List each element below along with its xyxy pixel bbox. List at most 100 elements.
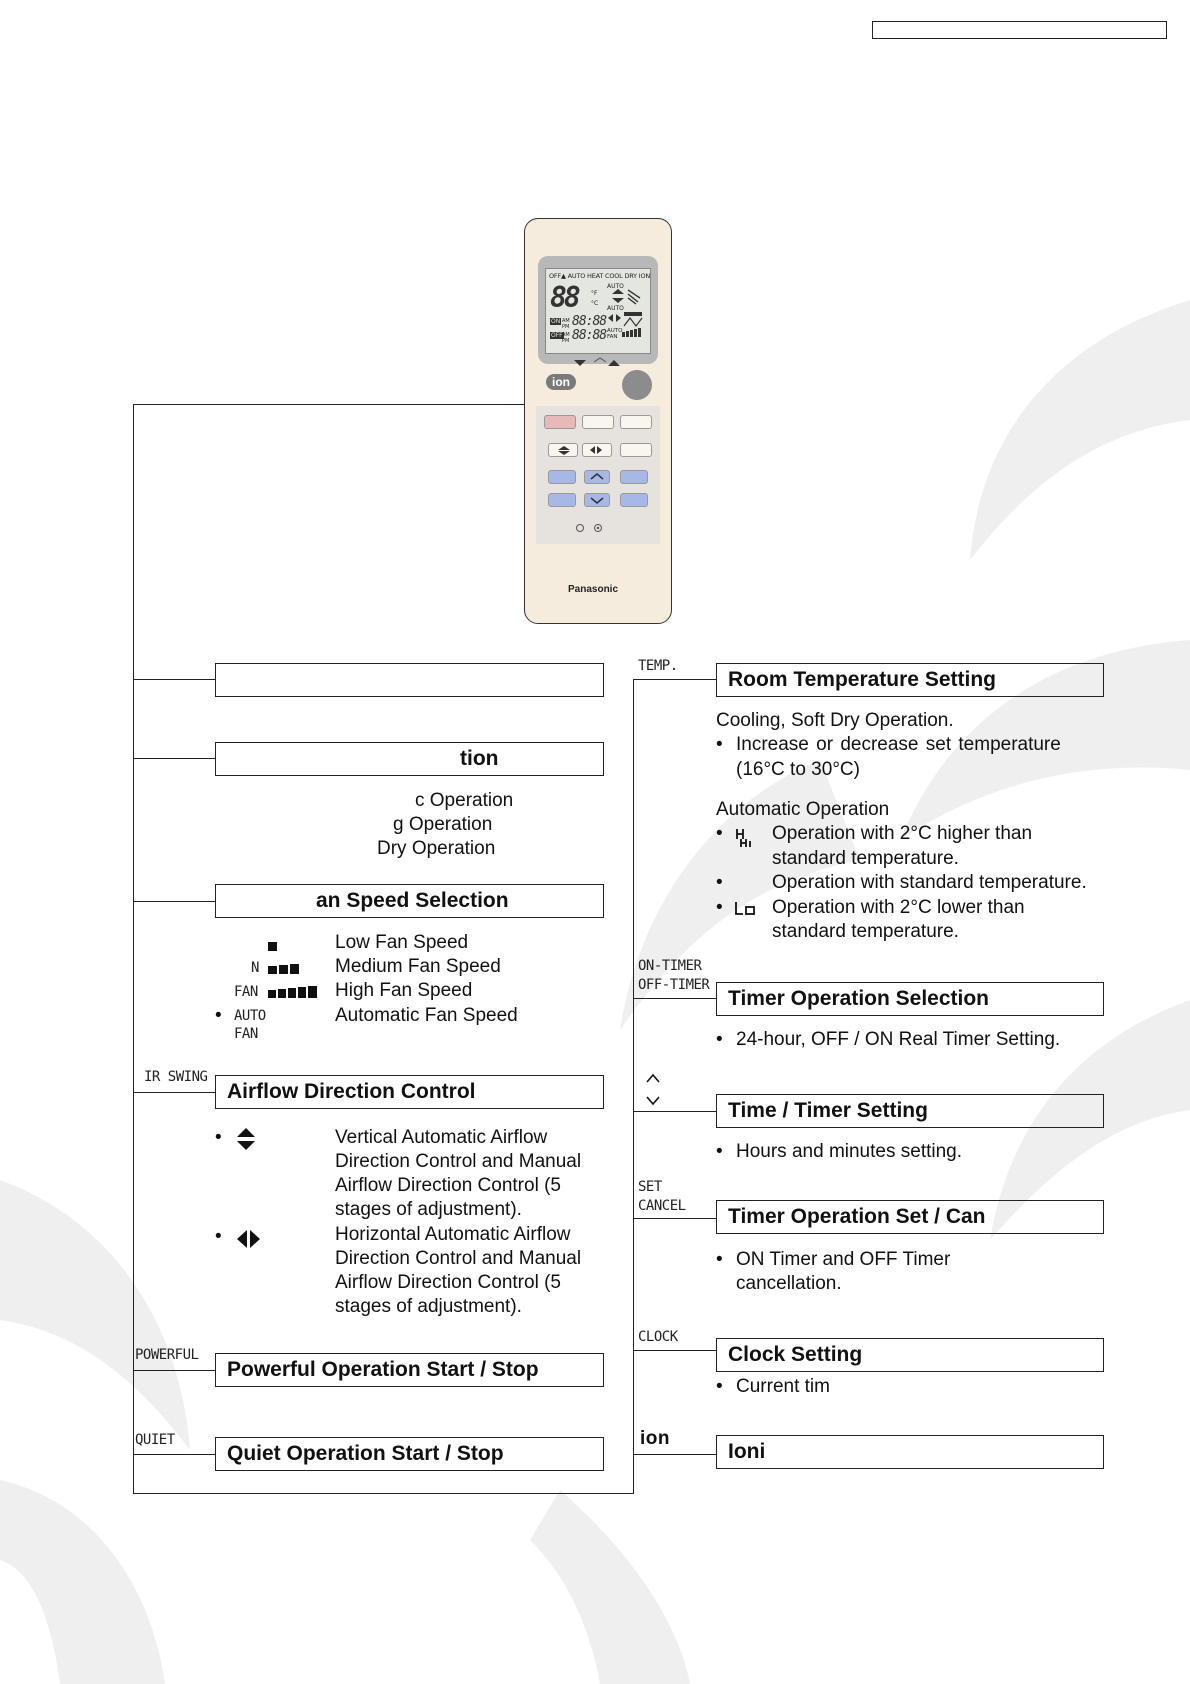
connector-r6 [633, 1454, 716, 1456]
fan-medium-label: Medium Fan Speed [335, 956, 501, 977]
ion-tag: ion [640, 1428, 670, 1449]
connector-top [133, 404, 525, 406]
temp-tag: TEMP. [638, 658, 678, 674]
lcd-clock-on: 88:88 [572, 314, 607, 329]
timer-operation-box: Timer Operation Selection [716, 982, 1104, 1016]
lcd-swing-icons [608, 289, 643, 337]
off-timer-button[interactable] [548, 493, 576, 507]
connector-bottom [133, 1493, 633, 1495]
lcd-clock-off: 88:88 [572, 328, 607, 343]
lcd-display [545, 268, 651, 354]
auto-bullet-3: • [716, 897, 723, 918]
connector-l2 [133, 758, 215, 760]
ionizer-box: Ioni [716, 1435, 1104, 1469]
set-cancel-line-1: ON Timer and OFF Timer [736, 1249, 951, 1270]
set-cancel-line-2: cancellation. [736, 1273, 842, 1294]
reset-check-buttons[interactable] [572, 522, 606, 534]
auto-bullet-2: • [716, 872, 723, 893]
low-fan-icon [268, 942, 277, 951]
airflow-h-line-3: Airflow Direction Control (5 [335, 1272, 561, 1293]
airflow-h-line-2: Direction Control and Manual [335, 1248, 582, 1269]
mode-button-red[interactable] [544, 415, 576, 429]
lcd-mode-labels: OFF▲ AUTO HEAT COOL DRY ION [549, 272, 651, 280]
connector-r5 [633, 1350, 716, 1352]
ion-button[interactable]: ion [546, 374, 576, 390]
operation-box-1 [215, 663, 604, 697]
connector-r1 [633, 679, 716, 681]
set-button[interactable] [620, 470, 648, 484]
connector-l6 [133, 1454, 215, 1456]
time-bullet-text: Hours and minutes setting. [736, 1141, 963, 1162]
connector-l5 [133, 1370, 215, 1372]
auto-op-title: Automatic Operation [716, 799, 890, 820]
fan-high-prefix: FAN [234, 984, 258, 1000]
lcd-unit-c: °C [591, 300, 599, 307]
cancel-button[interactable] [620, 493, 648, 507]
temp-intro: Cooling, Soft Dry Operation. [716, 710, 954, 731]
timer-bullet: • [716, 1029, 723, 1050]
airflow-bullet-2: • [215, 1226, 222, 1247]
quiet-button[interactable] [620, 443, 652, 457]
mode-item-1: c Operation [415, 790, 514, 811]
lcd-ampm-2: AM PM [562, 332, 570, 344]
connector-l4 [133, 1092, 215, 1094]
header-box [872, 21, 1167, 39]
set-cancel-bullet: • [716, 1249, 723, 1270]
lcd-ampm-1: AM PM [562, 318, 570, 330]
quiet-box: Quiet Operation Start / Stop [215, 1437, 604, 1471]
fan-high-label: High Fan Speed [335, 980, 473, 1001]
fan-medium-prefix: N [251, 960, 259, 976]
connector-left-vertical [133, 404, 135, 1494]
lo-icon [735, 902, 755, 915]
quiet-tag: QUIET [135, 1432, 175, 1448]
lcd-off: OFF [550, 332, 564, 339]
lcd-auto-flap: AUTO [607, 305, 624, 312]
auto-bullet-1: • [716, 823, 723, 844]
lcd-auto-fan: AUTO FAN [607, 328, 623, 340]
medium-fan-icon [268, 964, 299, 974]
powerful-button[interactable] [620, 415, 652, 429]
airflow-v-line-4: stages of adjustment). [335, 1199, 522, 1220]
airflow-h-line-1: Horizontal Automatic Airflow [335, 1224, 571, 1245]
airflow-v-line-1: Vertical Automatic Airflow [335, 1127, 548, 1148]
temp-bullet-line-2: (16°C to 30°C) [736, 759, 860, 780]
connector-r3 [633, 1111, 716, 1113]
swing-button-icons [558, 446, 602, 455]
airflow-direction-box: Airflow Direction Control [215, 1075, 604, 1109]
fan-auto-prefix: AUTO [234, 1008, 266, 1024]
airflow-h-line-4: stages of adjustment). [335, 1296, 522, 1317]
lcd-auto-swing: AUTO [607, 283, 624, 290]
timer-set-cancel-box: Timer Operation Set / Can [716, 1200, 1104, 1234]
hi-icon [736, 829, 751, 847]
fan-auto-prefix-2: FAN [234, 1026, 258, 1042]
cancel-tag: CANCEL [638, 1198, 686, 1214]
vertical-airflow-icon [237, 1128, 255, 1150]
mode-item-3: Dry Operation [377, 838, 496, 859]
brand-logo: Panasonic [568, 584, 619, 595]
clock-tag: CLOCK [638, 1329, 678, 1345]
temp-up-button[interactable] [584, 470, 610, 484]
powerful-tag: POWERFUL [135, 1347, 199, 1363]
clock-bullet-text: Current tim [736, 1376, 830, 1397]
clock-bullet: • [716, 1376, 723, 1397]
airflow-v-line-2: Direction Control and Manual [335, 1151, 582, 1172]
temp-bullet-line-1: Increase or decrease set temperature [736, 734, 1061, 755]
airflow-v-line-3: Airflow Direction Control (5 [335, 1175, 561, 1196]
lcd-temperature: 88 [550, 281, 581, 314]
on-timer-tag: ON-TIMER [638, 958, 702, 974]
fan-speed-button[interactable] [582, 415, 614, 429]
powerful-box: Powerful Operation Start / Stop [215, 1353, 604, 1387]
power-button[interactable] [622, 370, 652, 400]
lcd-bottom-arrows [574, 357, 620, 366]
mode-item-2: g Operation [393, 814, 493, 835]
auto-lo-line-2: standard temperature. [772, 921, 959, 942]
on-timer-button[interactable] [548, 470, 576, 484]
fan-auto-bullet: • [215, 1005, 222, 1026]
connector-r2 [633, 998, 716, 1000]
timer-bullet-text: 24-hour, OFF / ON Real Timer Setting. [736, 1029, 1061, 1050]
horizontal-airflow-icon [237, 1230, 260, 1248]
temp-bullet: • [716, 734, 723, 755]
fan-low-label: Low Fan Speed [335, 932, 469, 953]
temp-down-button[interactable] [584, 493, 610, 507]
